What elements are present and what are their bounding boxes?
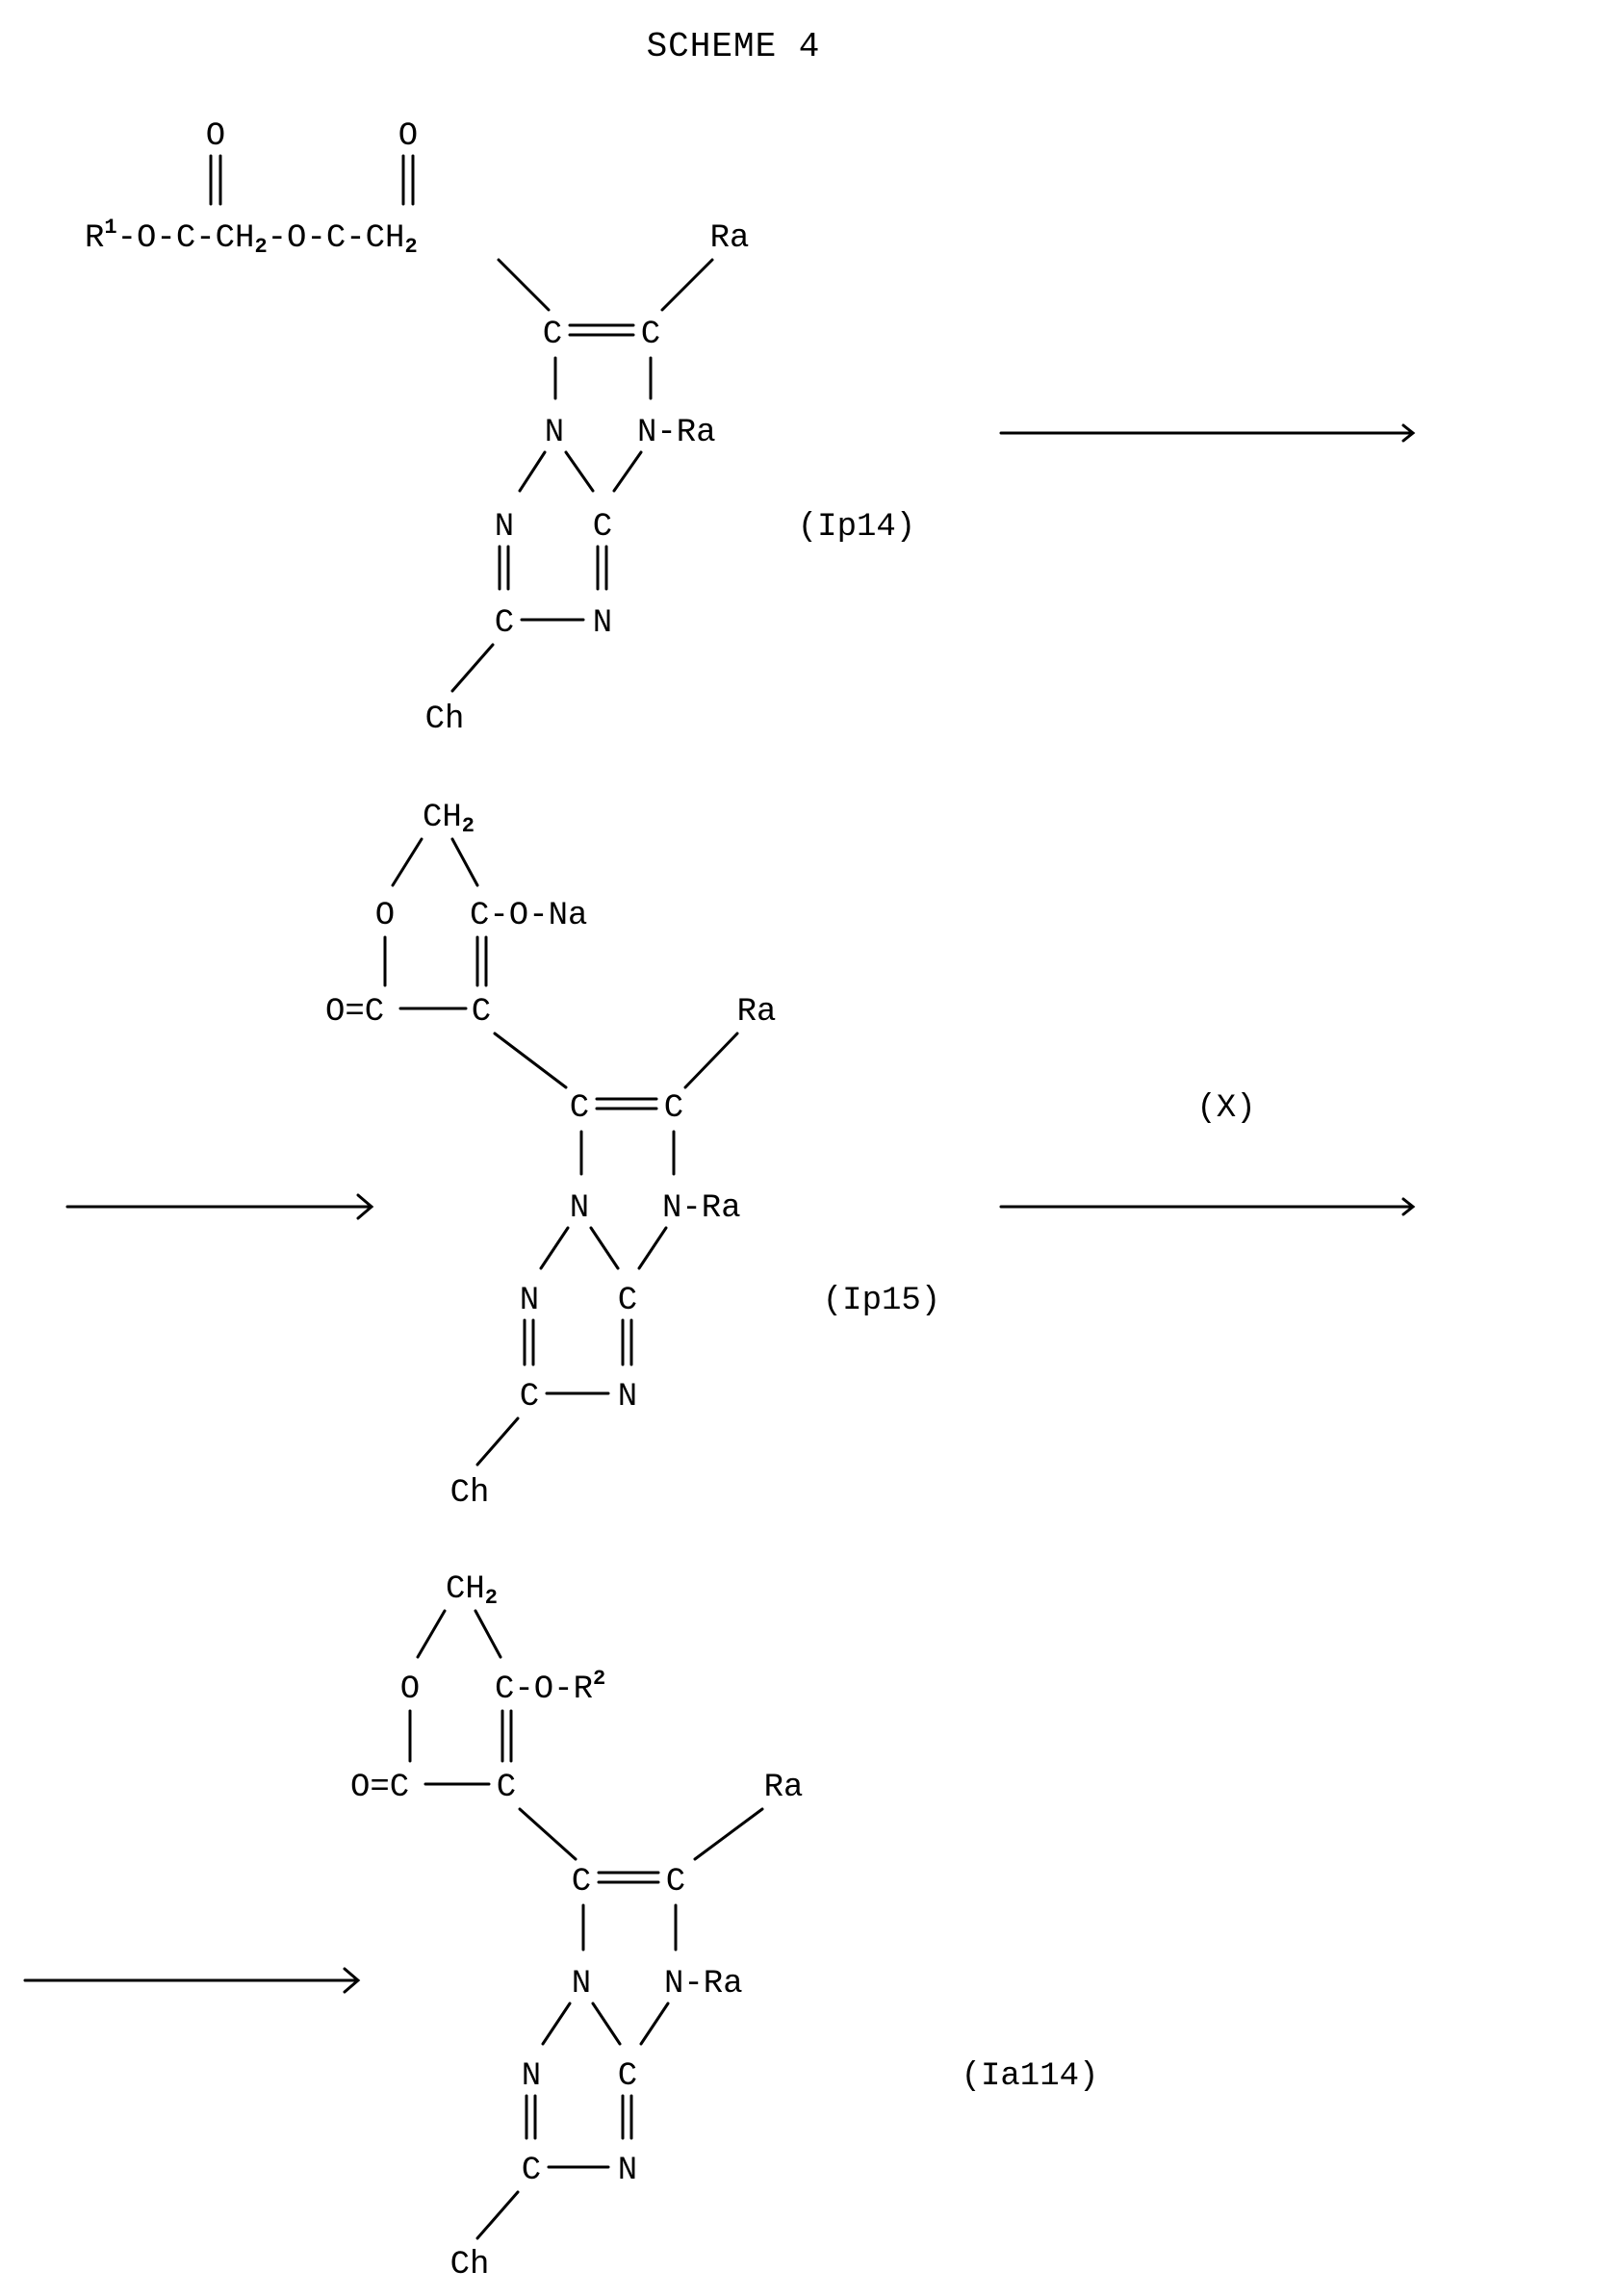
- chain-subscript-b: 2: [404, 235, 417, 259]
- bond-ra-top: [685, 1033, 737, 1087]
- ch2-subscript: 2: [485, 1586, 498, 1610]
- ester-chain-label: R1-O-C-CH2-O-C-CH2: [85, 216, 418, 259]
- compound-label-ia114: (Ia114): [962, 2058, 1099, 2095]
- bond-bridge-n-to-ring-c: [593, 2003, 620, 2044]
- atom-ring-c-right: C: [664, 1090, 683, 1127]
- atom-carbonyl-oxygen-2: O: [398, 118, 418, 155]
- atom-ring-c-right: C: [641, 317, 660, 353]
- compound-ip14: O O R1-O-C-CH2-O-C-CH2 Ra C C N N-Ra N C: [85, 118, 915, 738]
- atom-n-ra: N-Ra: [662, 1190, 741, 1227]
- bond-lactone-to-ring: [520, 1809, 576, 1859]
- atom-ring-c-left: C: [570, 1090, 589, 1127]
- bond-to-ch: [477, 1418, 518, 1465]
- bond-nra-to-ring-c: [639, 1228, 666, 1268]
- substituent-ra-top: Ra: [710, 220, 750, 257]
- r1-group: R: [85, 220, 104, 257]
- atom-triazole-n-bottom: N: [618, 2153, 637, 2189]
- atom-triazole-n-bottom: N: [618, 1379, 637, 1416]
- chain-segment-b: -O-C-CH: [268, 220, 405, 257]
- bond-ch2-to-o: [393, 839, 422, 885]
- enolate-group: C-O-Na: [470, 898, 587, 934]
- bond-lactone-to-ring: [495, 1033, 566, 1087]
- lactone-carbonyl: O=C: [325, 994, 384, 1031]
- atom-triazole-n-left: N: [522, 2058, 541, 2095]
- atom-triazole-c-right: C: [618, 2058, 637, 2095]
- compound-label-ip14: (Ip14): [798, 509, 915, 546]
- bond-ch2-to-o: [418, 1611, 445, 1657]
- atom-lactone-c: C: [472, 994, 491, 1031]
- bond-ch2-to-c: [475, 1611, 500, 1657]
- bond-ch2-to-c: [452, 839, 477, 885]
- atom-bridge-nitrogen: N: [545, 415, 564, 451]
- atom-n-ra: N-Ra: [637, 415, 716, 451]
- compound-label-ip15: (Ip15): [823, 1283, 940, 1319]
- atom-triazole-c-bottom: C: [520, 1379, 539, 1416]
- bond-bridge-n-to-ring-n: [543, 2003, 570, 2044]
- atom-lactone-c: C: [497, 1770, 516, 1806]
- compound-ia114: CH2 O C-O-R2 O=C C Ra C C N N-Ra N C C: [350, 1571, 1098, 2283]
- atom-ch2: CH2: [423, 800, 475, 838]
- atom-triazole-n-left: N: [520, 1283, 539, 1319]
- atom-triazole-n-left: N: [495, 509, 514, 546]
- atom-triazole-n-bottom: N: [593, 605, 612, 642]
- ch2-label: CH: [446, 1571, 485, 1608]
- atom-bridge-nitrogen: N: [572, 1966, 591, 2003]
- scheme-title: SCHEME 4: [647, 27, 821, 66]
- r1-superscript: 1: [104, 216, 116, 240]
- bond-to-ch: [452, 645, 493, 691]
- chain-subscript-a: 2: [254, 235, 267, 259]
- reagent-label: (X): [1196, 1090, 1255, 1127]
- atom-triazole-c-bottom: C: [495, 605, 514, 642]
- bond-ra-top: [662, 260, 712, 310]
- atom-ring-oxygen: O: [400, 1671, 420, 1708]
- bond-ra-top: [695, 1809, 762, 1859]
- bond-nra-to-ring-c: [614, 452, 641, 491]
- substituent-ch: Ch: [450, 1475, 490, 1512]
- ether-group: C-O-R2: [495, 1667, 605, 1708]
- atom-triazole-c-right: C: [593, 509, 612, 546]
- bond-bridge-n-to-ring-n: [520, 452, 545, 491]
- lactone-carbonyl: O=C: [350, 1770, 409, 1806]
- substituent-ra-top: Ra: [764, 1770, 804, 1806]
- atom-carbonyl-oxygen-1: O: [206, 118, 225, 155]
- bond-bridge-n-to-ring-c: [566, 452, 593, 491]
- atom-bridge-nitrogen: N: [570, 1190, 589, 1227]
- r2-superscript: 2: [593, 1667, 605, 1691]
- c-o-r-label: C-O-R: [495, 1671, 593, 1708]
- atom-n-ra: N-Ra: [664, 1966, 743, 2003]
- ch2-label: CH: [423, 800, 462, 836]
- atom-triazole-c-bottom: C: [522, 2153, 541, 2189]
- substituent-ch: Ch: [425, 702, 465, 738]
- bond-bridge-n-to-ring-c: [591, 1228, 618, 1268]
- atom-ring-oxygen: O: [375, 898, 395, 934]
- substituent-ra-top: Ra: [737, 994, 777, 1031]
- atom-ring-c-left: C: [543, 317, 562, 353]
- bond-ch2-to-ring: [499, 260, 549, 310]
- bond-to-ch: [477, 2192, 518, 2238]
- bond-bridge-n-to-ring-n: [541, 1228, 568, 1268]
- atom-ch2: CH2: [446, 1571, 498, 1610]
- chain-segment-a: -O-C-CH: [117, 220, 255, 257]
- compound-ip15: CH2 O C-O-Na O=C C Ra C C N N-Ra N C C: [325, 800, 940, 1512]
- atom-ring-c-right: C: [666, 1864, 685, 1901]
- atom-ring-c-left: C: [572, 1864, 591, 1901]
- atom-triazole-c-right: C: [618, 1283, 637, 1319]
- ch2-subscript: 2: [462, 814, 475, 838]
- bond-nra-to-ring-c: [641, 2003, 668, 2044]
- substituent-ch: Ch: [450, 2247, 490, 2283]
